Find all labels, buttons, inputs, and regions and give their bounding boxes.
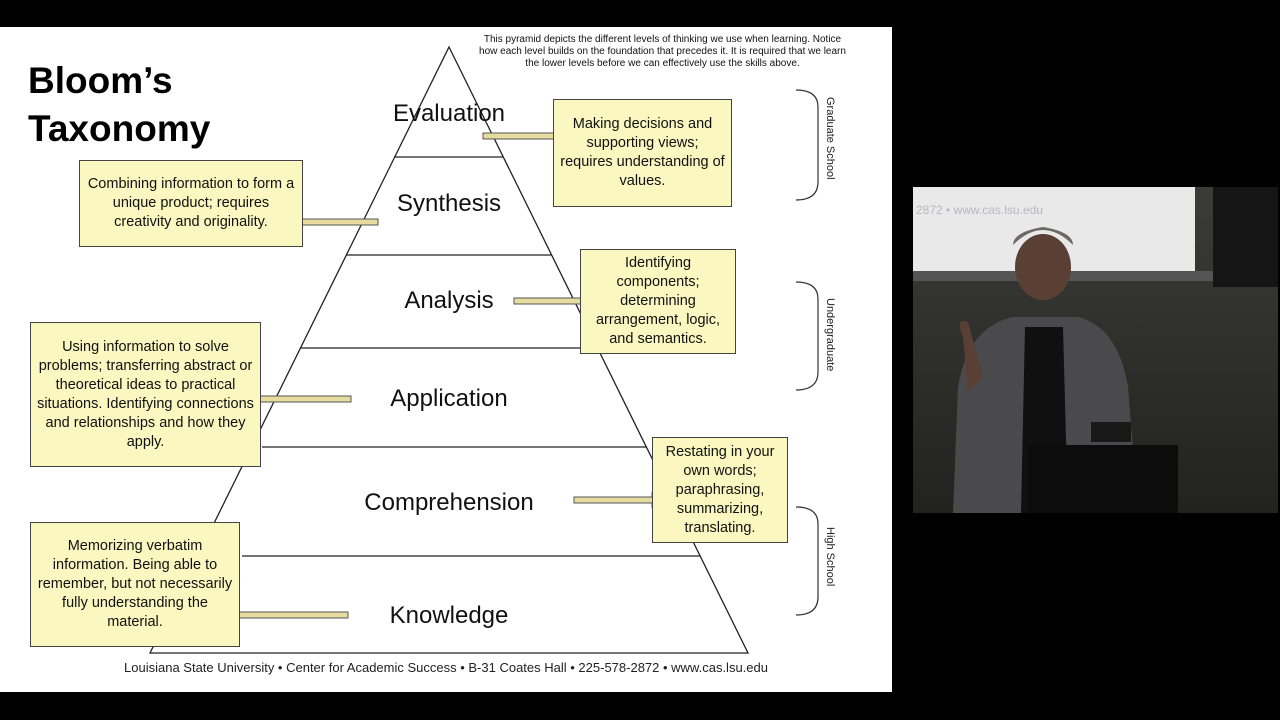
level-knowledge: Knowledge [299,602,599,630]
speaker-head [1015,234,1071,300]
slide: Bloom’s Taxonomy This pyramid depicts th… [0,27,892,692]
box-application: Using information to solve problems; tra… [30,322,261,467]
label-undergraduate: Undergraduate [824,298,836,371]
level-analysis: Analysis [299,287,599,315]
box-analysis: Identifying components; determining arra… [580,249,736,354]
label-graduate-school: Graduate School [824,97,836,180]
box-knowledge: Memorizing verbatim information. Being a… [30,522,240,647]
level-comprehension: Comprehension [299,489,599,517]
screen-text: 2872 • www.cas.lsu.edu [916,203,1043,217]
level-application: Application [299,385,599,413]
slide-title: Bloom’s Taxonomy [28,57,210,153]
label-high-school: High School [824,527,836,586]
box-comprehension: Restating in your own words; paraphrasin… [652,437,788,543]
box-synthesis: Combining information to form a unique p… [79,160,303,247]
speaker-video: 2872 • www.cas.lsu.edu [913,187,1278,513]
box-evaluation: Making decisions and supporting views; r… [553,99,732,207]
bracket-graduate [796,90,818,200]
slide-footer: Louisiana State University • Center for … [0,660,892,675]
monitor [1028,445,1178,513]
bracket-high-school [796,507,818,615]
speaker-video-frame [913,187,1278,513]
bracket-undergraduate [796,282,818,390]
pyramid-note: This pyramid depicts the different level… [475,34,850,70]
